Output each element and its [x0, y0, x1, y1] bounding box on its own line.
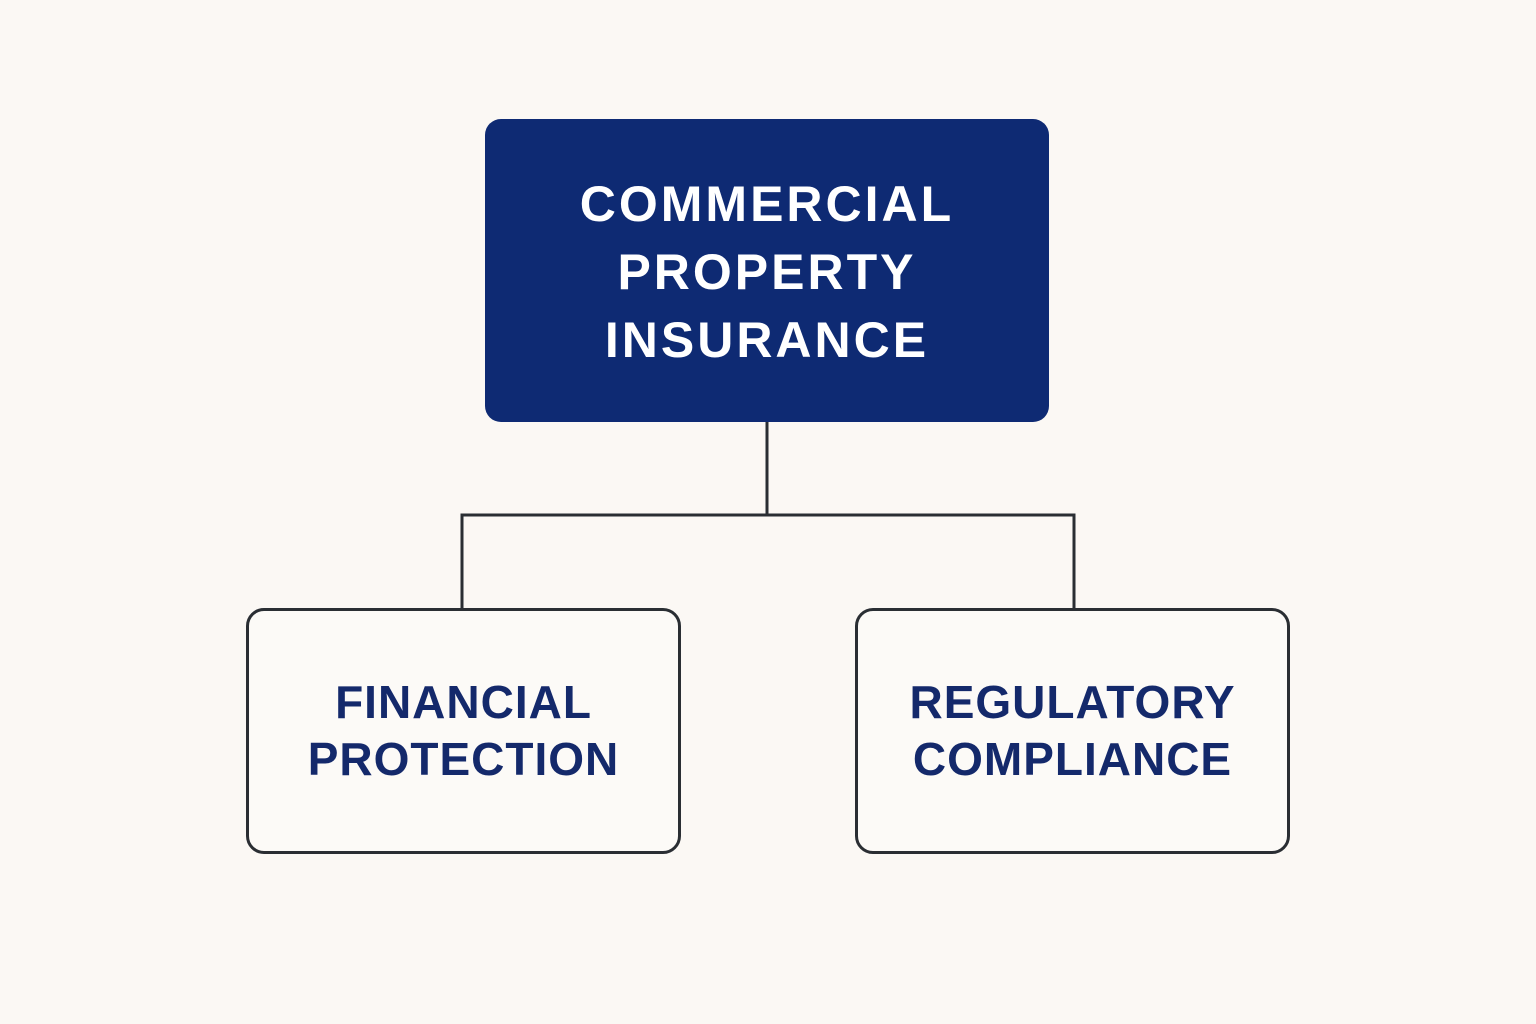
root-node: COMMERCIAL PROPERTY INSURANCE: [485, 119, 1049, 422]
child-node-financial-protection-label: FINANCIAL PROTECTION: [307, 676, 620, 785]
root-node-label: COMMERCIAL PROPERTY INSURANCE: [579, 175, 955, 368]
child-node-regulatory-compliance: REGULATORY COMPLIANCE: [855, 608, 1290, 854]
child-node-financial-protection: FINANCIAL PROTECTION: [246, 608, 681, 854]
child-node-regulatory-compliance-label: REGULATORY COMPLIANCE: [909, 676, 1236, 785]
